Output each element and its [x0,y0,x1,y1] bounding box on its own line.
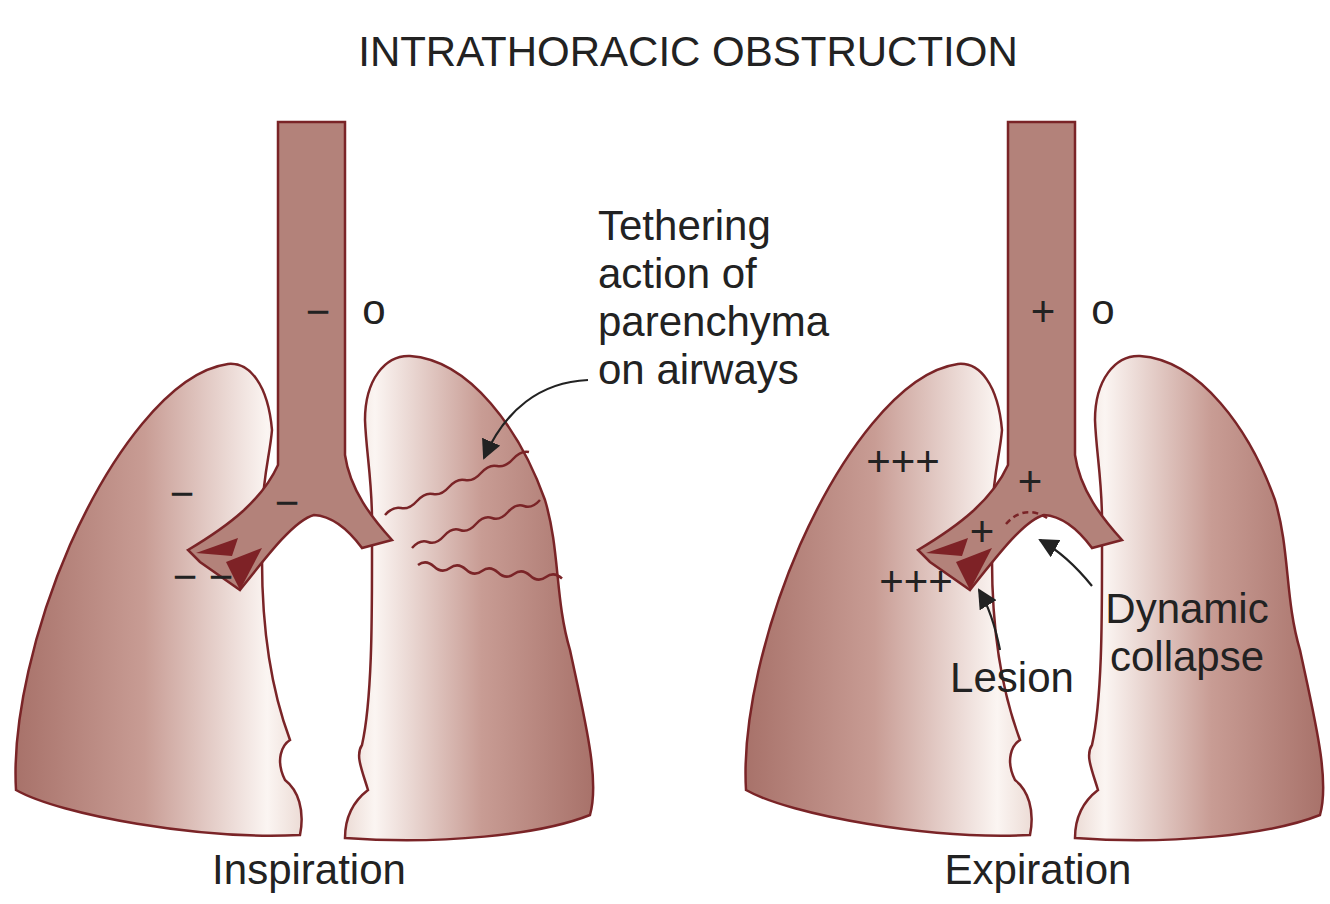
tethering-lines [385,452,562,580]
pressure-sign: +++ [866,438,940,486]
pressure-sign: − [275,479,300,527]
pressure-sign: + [1018,458,1043,506]
left-lung [16,364,302,836]
diagram-title: INTRATHORACIC OBSTRUCTION [358,28,1018,76]
leader-arrow [484,380,588,458]
tethering-line [418,562,562,579]
lung-figure-copy [746,122,1324,840]
tethering-line [412,500,540,548]
callout-text: Dynamic collapse [1092,585,1282,681]
tethering-line [385,452,529,515]
pressure-sign: + [1031,288,1056,336]
lung-figure [16,122,594,840]
panel-caption: Expiration [945,846,1132,894]
leader-arrow [1040,540,1092,586]
callout-text: Lesion [950,654,1074,702]
leader-arrow [979,590,1000,650]
dynamic-collapse-outline [1006,512,1050,524]
leader-lines [484,380,1092,650]
pressure-sign: + [970,508,995,556]
atmospheric-mark: o [362,286,385,334]
panel-caption: Inspiration [212,846,406,894]
pressure-sign: − − [173,553,234,601]
trachea-bronchi [188,122,392,590]
pressure-sign: − [170,470,195,518]
right-lung [345,356,593,840]
callout-text: Tethering action of parenchyma on airway… [598,202,848,394]
pressure-sign: − [306,288,331,336]
pressure-sign: +++ [879,558,953,606]
atmospheric-mark: o [1091,286,1114,334]
